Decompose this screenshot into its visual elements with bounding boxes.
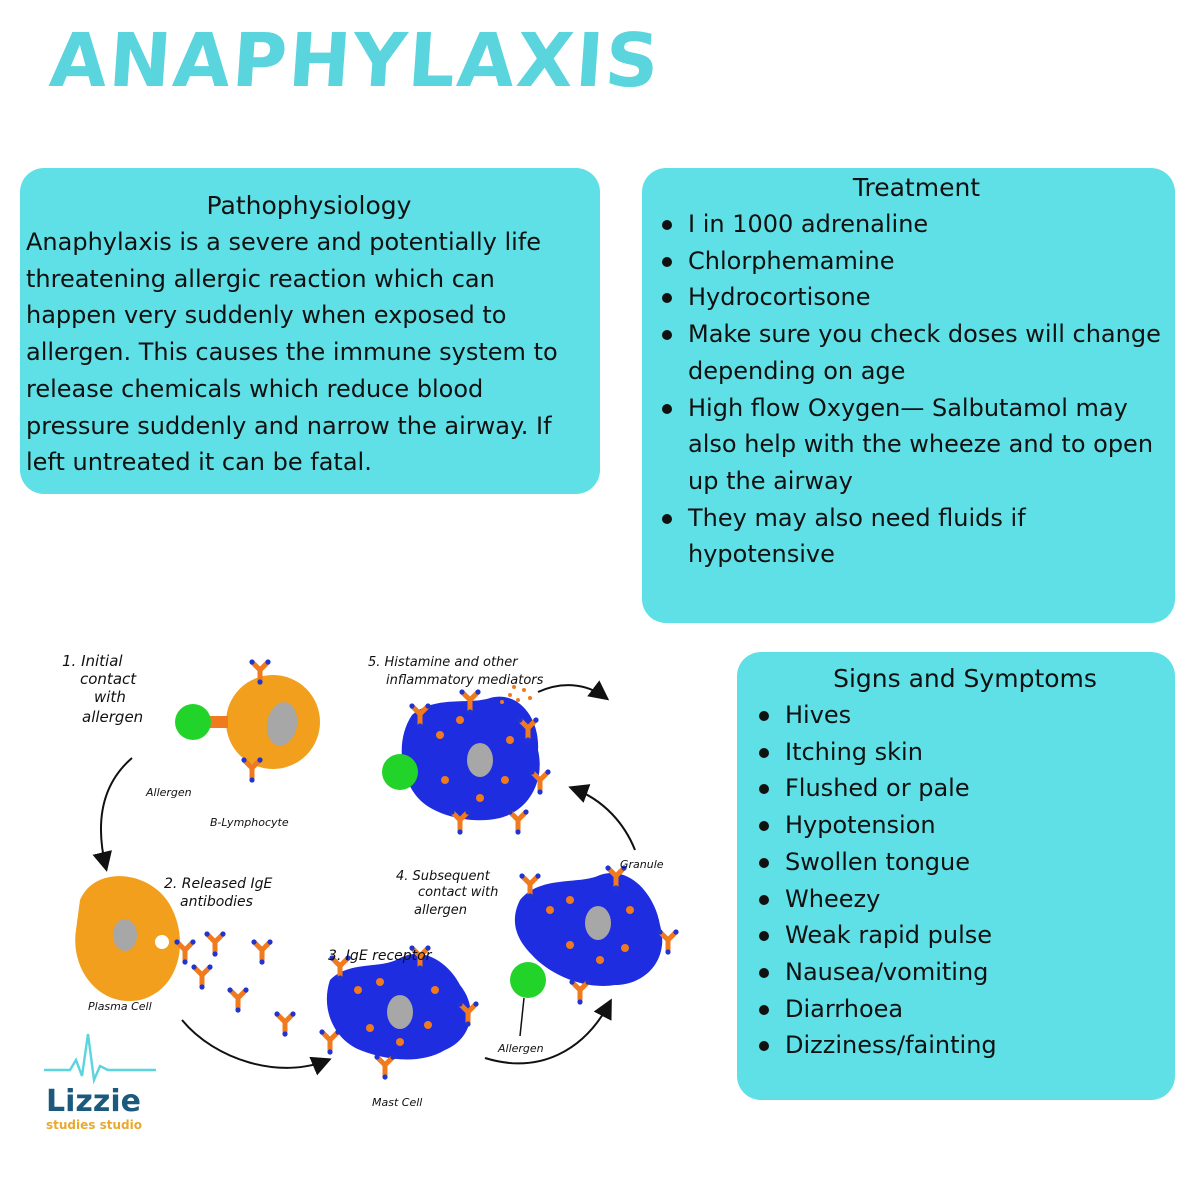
logo-name: Lizzie <box>46 1084 141 1119</box>
list-item: Weak rapid pulse <box>755 917 1175 954</box>
signs-list: Hives Itching skin Flushed or pale Hypot… <box>755 697 1175 1064</box>
mast-cell-label: Mast Cell <box>372 1096 422 1109</box>
anaphylaxis-diagram: 1. Initial contact with allergen Allerge… <box>62 652 720 1109</box>
signs-card: Signs and Symptoms Hives Itching skin Fl… <box>737 652 1175 1100</box>
list-item: Diarrhoea <box>755 991 1175 1028</box>
step1-label-line1: 1. Initial <box>62 652 123 670</box>
allergen-label: Allergen <box>145 786 192 799</box>
mast-cell-illustration <box>319 945 478 1079</box>
heartbeat-icon <box>44 1033 156 1085</box>
step4-label-line3: allergen <box>414 903 467 918</box>
step1-label-line4: allergen <box>82 708 143 726</box>
pathophysiology-body: Anaphylaxis is a severe and potentially … <box>26 228 558 477</box>
list-item: Swollen tongue <box>755 844 1175 881</box>
list-item: High flow Oxygen— Salbutamol may also he… <box>658 390 1175 500</box>
list-item: Hydrocortisone <box>658 279 1175 316</box>
b-lymphocyte-illustration <box>175 659 320 782</box>
step2-label-line2: antibodies <box>180 894 253 910</box>
allergen-label-2: Allergen <box>497 1042 544 1055</box>
granule-label: Granule <box>620 858 664 871</box>
step5-label-line2: inflammatory mediators <box>386 673 544 688</box>
list-item: Itching skin <box>755 734 1175 771</box>
logo-subtitle: studies studio <box>46 1118 142 1132</box>
list-item: They may also need fluids if hypotensive <box>658 500 1175 573</box>
page-title: ANAPHYLAXIS <box>46 18 664 104</box>
list-item: Nausea/vomiting <box>755 954 1175 991</box>
list-item: I in 1000 adrenaline <box>658 206 1175 243</box>
list-item: Wheezy <box>755 881 1175 918</box>
list-item: Make sure you check doses will change de… <box>658 316 1175 389</box>
step4-label-line1: 4. Subsequent <box>396 869 491 884</box>
list-item: Flushed or pale <box>755 770 1175 807</box>
step2-label-line1: 2. Released IgE <box>164 876 272 892</box>
treatment-card: Treatment I in 1000 adrenaline Chlorphem… <box>642 168 1175 623</box>
step3-label: 3. IgE receptor <box>328 948 433 964</box>
degranulating-mast-cell-illustration <box>382 685 551 835</box>
b-lymphocyte-label: B-Lymphocyte <box>210 816 289 829</box>
step1-label-line3: with <box>94 688 126 706</box>
signs-heading: Signs and Symptoms <box>833 664 1097 693</box>
treatment-heading: Treatment <box>852 173 981 202</box>
plasma-cell-illustration <box>75 876 295 1036</box>
step1-label-line2: contact <box>80 670 137 688</box>
list-item: Hypotension <box>755 807 1175 844</box>
treatment-list: I in 1000 adrenaline Chlorphemamine Hydr… <box>658 206 1175 573</box>
step4-label-line2: contact with <box>418 885 498 900</box>
pathophysiology-heading: Pathophysiology <box>206 191 412 220</box>
brand-logo: Lizzie studies studio <box>40 1030 160 1140</box>
list-item: Chlorphemamine <box>658 243 1175 280</box>
list-item: Hives <box>755 697 1175 734</box>
step5-label-line1: 5. Histamine and other <box>368 655 519 670</box>
list-item: Dizziness/fainting <box>755 1027 1175 1064</box>
plasma-cell-label: Plasma Cell <box>88 1000 152 1013</box>
pathophysiology-card: Pathophysiology Anaphylaxis is a severe … <box>20 168 600 494</box>
sensitised-mast-cell-illustration <box>510 865 679 1004</box>
